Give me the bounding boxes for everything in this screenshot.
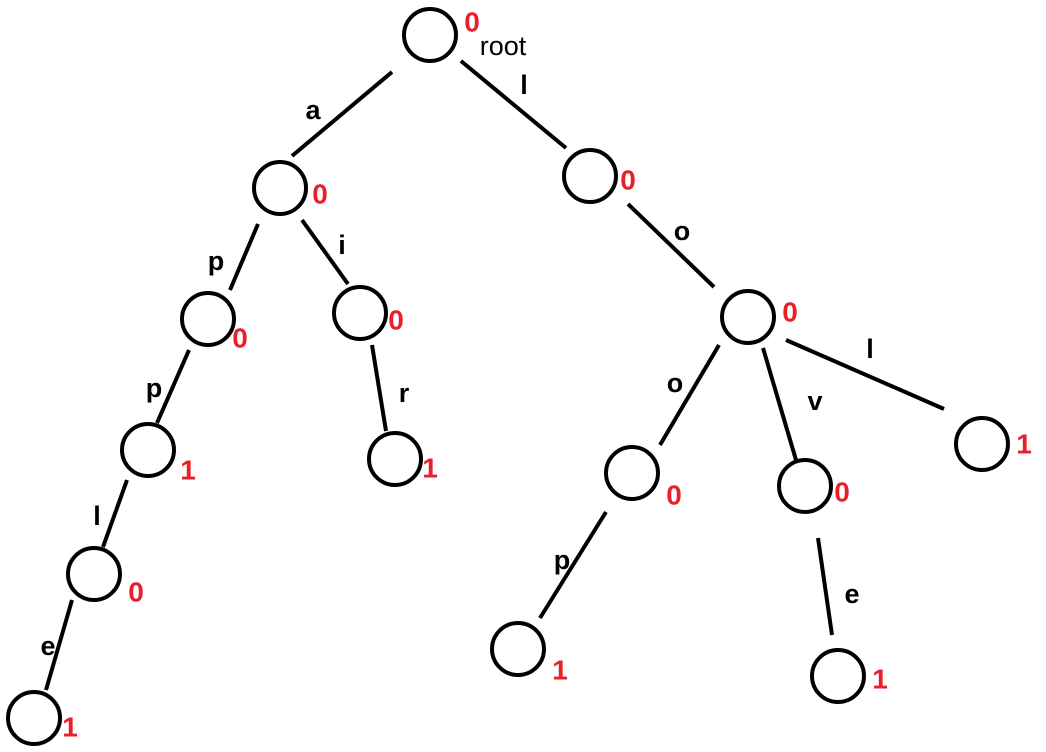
edge-lo-loo [658, 343, 721, 447]
edge-label-root-l: l [520, 70, 528, 100]
node-flag-lov: 0 [834, 476, 850, 507]
node-flag-air: 1 [422, 452, 438, 483]
node-flag-ap: 0 [232, 322, 248, 353]
node-flag-app: 1 [180, 454, 196, 485]
node-lov [777, 458, 833, 514]
edge-app-appl [101, 479, 129, 548]
edge-label-lo-lov: v [807, 386, 822, 416]
edge-label-appl-apple: e [40, 631, 55, 661]
node-ap [180, 291, 236, 347]
node-flag-ai: 0 [388, 304, 404, 335]
node-flag-a: 0 [312, 178, 328, 209]
edge-label-l-lo: o [674, 216, 691, 246]
edge-lov-love [816, 537, 834, 636]
edge-ai-air [370, 344, 388, 432]
edge-label-loo-loop: p [554, 545, 571, 575]
edge-a-ap [228, 223, 260, 291]
node-flag-apple: 1 [62, 711, 78, 742]
node-loop [490, 621, 546, 677]
node-flag-love: 1 [872, 663, 888, 694]
edge-label-a-ap: p [208, 246, 225, 276]
edge-lo-lol [785, 338, 945, 411]
edge-label-ai-air: r [399, 378, 410, 408]
node-flag-l: 0 [620, 164, 636, 195]
node-l [562, 148, 618, 204]
node-flag-lol: 1 [1016, 428, 1032, 459]
edge-label-app-appl: l [93, 501, 101, 531]
node-app [120, 422, 176, 478]
node-loo [604, 445, 660, 501]
nodes-layer [6, 7, 1010, 746]
node-air [367, 431, 423, 487]
edge-loo-loop [538, 510, 608, 620]
edge-a-ai [300, 218, 350, 286]
labels-layer: a l p i o p r o v l l p e e 0 0 0 0 0 0 1 1 0 0 1 0 1 1 1 root [40, 6, 1031, 742]
node-lo [720, 289, 776, 345]
edge-label-lov-love: e [844, 579, 859, 609]
edge-l-lo [626, 202, 716, 289]
edge-label-a-ai: i [338, 230, 346, 260]
node-flag-lo: 0 [782, 296, 798, 327]
edge-appl-apple [44, 599, 74, 691]
edge-ap-app [155, 349, 191, 424]
node-apple [6, 690, 62, 746]
edge-label-ap-app: p [146, 373, 163, 403]
node-flag-appl: 0 [128, 576, 144, 607]
node-flag-loo: 0 [666, 479, 682, 510]
node-flag-root: 0 [464, 6, 480, 37]
node-ai [332, 285, 388, 341]
edge-label-lo-loo: o [667, 368, 684, 398]
edge-label-root-a: a [305, 95, 321, 125]
edge-root-a [290, 70, 394, 158]
node-root [402, 7, 458, 63]
edge-lo-lov [761, 347, 798, 461]
edges-layer [44, 59, 945, 691]
edge-root-l [459, 59, 568, 150]
node-flag-loop: 1 [552, 654, 568, 685]
node-a [252, 160, 308, 216]
edge-label-lo-lol: l [866, 334, 874, 364]
node-appl [66, 546, 122, 602]
node-love [810, 648, 866, 704]
node-lol [954, 416, 1010, 472]
root-label: root [480, 31, 527, 61]
